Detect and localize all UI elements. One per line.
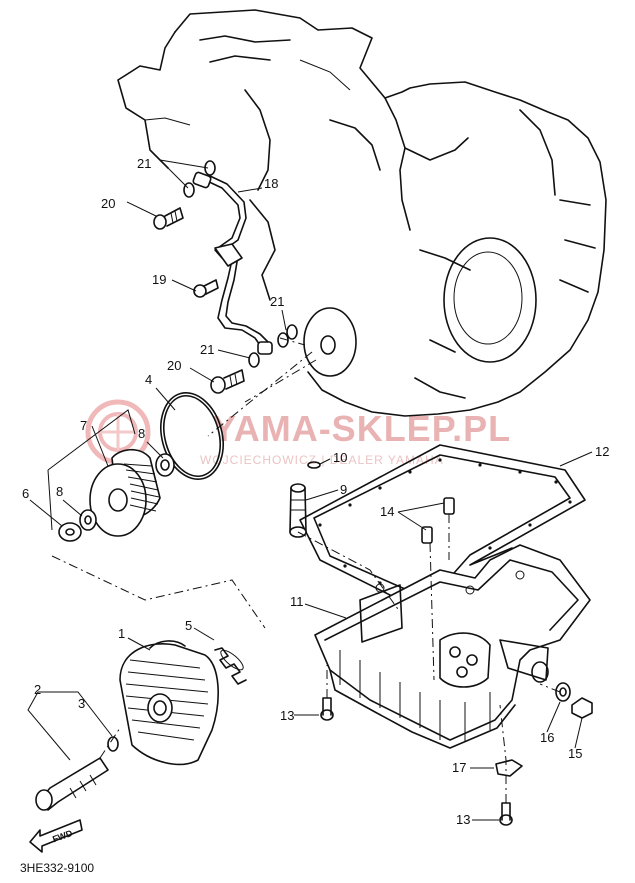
copper-washers xyxy=(183,160,298,368)
callout-20-top: 20 xyxy=(101,196,115,211)
callout-6: 6 xyxy=(22,486,29,501)
callout-20-bottom: 20 xyxy=(167,358,181,373)
hose-clip xyxy=(495,759,523,777)
callout-4: 4 xyxy=(145,372,152,387)
bolt-19 xyxy=(193,279,219,298)
callout-19: 19 xyxy=(152,272,166,287)
callout-16: 16 xyxy=(540,730,554,745)
callout-8-lower: 8 xyxy=(56,484,63,499)
filter-seal-front xyxy=(155,453,175,477)
oil-pan xyxy=(314,544,591,749)
part-labels: 21 20 18 19 21 21 20 4 7 8 6 8 10 9 12 1… xyxy=(22,156,609,827)
filter-seal-rear xyxy=(79,509,97,531)
callout-21-top: 21 xyxy=(137,156,151,171)
watermark-subtitle: WOJCIECHOWICZ | DEALER YAMAHA xyxy=(200,453,444,467)
callout-18: 18 xyxy=(264,176,278,191)
center-bolt xyxy=(35,757,109,811)
pan-bolt-left xyxy=(320,697,334,721)
oil-pipe-9 xyxy=(289,483,307,538)
union-bolt-lower xyxy=(210,369,245,394)
callout-21-right: 21 xyxy=(270,294,284,309)
pan-bolt-bottom xyxy=(499,802,513,826)
assembly-lines xyxy=(51,337,561,803)
callout-13-bottom: 13 xyxy=(456,812,470,827)
callout-5: 5 xyxy=(185,618,192,633)
o-ring-10 xyxy=(307,461,321,469)
callout-12: 12 xyxy=(595,444,609,459)
forward-arrow-icon: FWD xyxy=(29,819,83,853)
callout-11: 11 xyxy=(290,594,304,609)
diagram-code: 3HE332-9100 xyxy=(20,861,94,875)
o-ring-large xyxy=(160,391,224,481)
relief-spring xyxy=(214,647,247,685)
callout-3: 3 xyxy=(78,696,85,711)
union-bolt-upper xyxy=(153,207,184,230)
leader-lines xyxy=(27,159,593,821)
engine-oil-port xyxy=(303,307,357,377)
oil-filter-element xyxy=(89,448,161,537)
oil-delivery-pipe xyxy=(192,171,273,355)
watermark: YAMA-SKLEP.PL WOJCIECHOWICZ | DEALER YAM… xyxy=(85,399,511,467)
callout-9: 9 xyxy=(340,482,347,497)
o-ring-small xyxy=(107,736,119,752)
drain-washer xyxy=(555,682,571,702)
callout-1: 1 xyxy=(118,626,125,641)
engine-block xyxy=(117,9,607,417)
dowel-pins xyxy=(421,497,455,544)
filter-cover xyxy=(119,640,219,766)
callout-8-upper: 8 xyxy=(138,426,145,441)
callout-21-left: 21 xyxy=(200,342,214,357)
drain-plug xyxy=(571,697,593,719)
callout-13-left: 13 xyxy=(280,708,294,723)
callout-10: 10 xyxy=(333,450,347,465)
callout-14: 14 xyxy=(380,504,394,519)
callout-7: 7 xyxy=(80,418,87,433)
watermark-brand: YAMA-SKLEP.PL xyxy=(212,408,511,449)
callout-2: 2 xyxy=(34,682,41,697)
callout-15: 15 xyxy=(568,746,582,761)
callout-17: 17 xyxy=(452,760,466,775)
washer-6 xyxy=(58,522,82,542)
